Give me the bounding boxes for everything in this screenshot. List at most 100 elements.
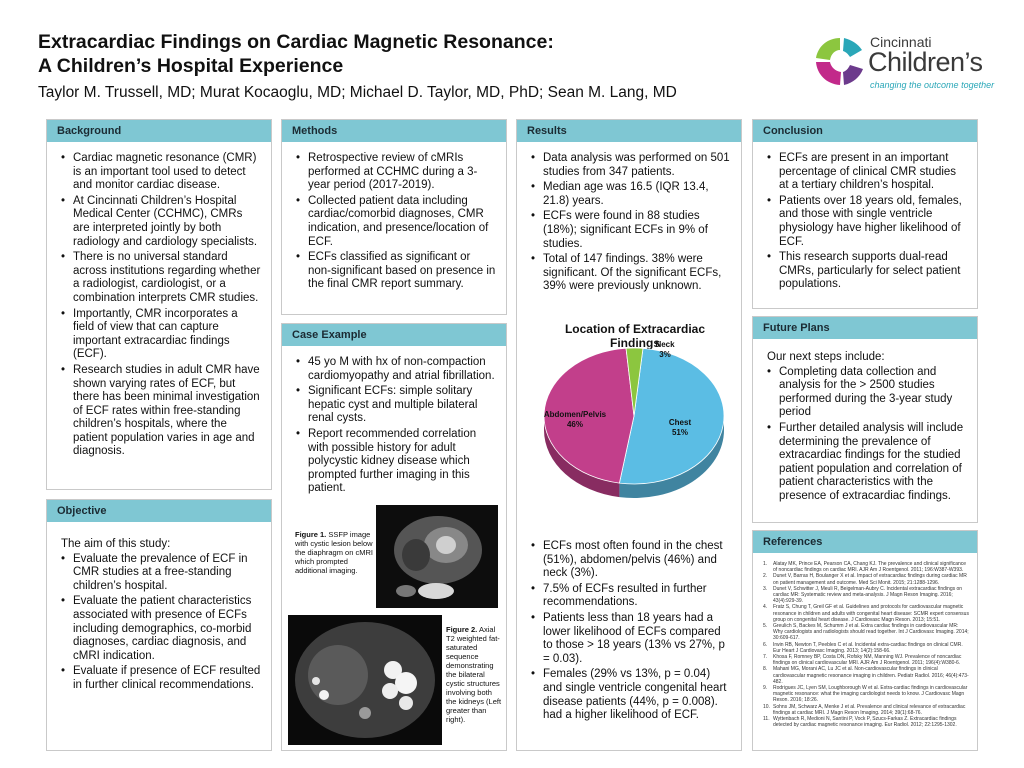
conclusion-heading: Conclusion <box>753 120 977 142</box>
case-item: 45 yo M with hx of non-compaction cardio… <box>296 356 496 383</box>
figure-1-text: SSFP image with cystic lesion below the … <box>295 530 373 575</box>
methods-list: Retrospective review of cMRIs performed … <box>296 152 496 292</box>
references-heading: References <box>753 531 977 553</box>
objective-body: The aim of this study: Evaluate the prev… <box>47 522 271 693</box>
background-heading: Background <box>47 120 271 142</box>
methods-item: ECFs classified as significant or non-si… <box>296 251 496 292</box>
conclusion-item: This research supports dual-read CMRs, p… <box>767 251 967 292</box>
reference-item: Greulich S, Backes M, Schumm J et al. Ex… <box>763 623 969 642</box>
reference-item: Dunet V, Schwitter J, Meuli R, Beigelman… <box>763 586 969 605</box>
objective-intro: The aim of this study: <box>61 538 171 550</box>
figure-2-mri-image <box>288 615 442 745</box>
methods-item: Retrospective review of cMRIs performed … <box>296 152 496 193</box>
reference-item: Dunet V, Barras H, Boulanger X et al. Im… <box>763 573 969 585</box>
results-bottom-body: ECFs most often found in the chest (51%)… <box>517 530 741 725</box>
authors: Taylor M. Trussell, MD; Murat Kocaoglu, … <box>38 84 677 101</box>
pie-label-chest: Chest 51% <box>660 418 700 438</box>
pie-slice-chest <box>618 347 725 485</box>
chart-title: Location of Extracardiac Findings <box>564 322 706 350</box>
background-item: At Cincinnati Children’s Hospital Medica… <box>61 195 261 249</box>
pie-label-chest-name: Chest <box>668 418 692 427</box>
pie-label-neck: Neck 3% <box>650 340 680 360</box>
references-panel: References Alatay MK, Prince EA, Pearson… <box>752 530 978 751</box>
results-bottom-list: ECFs most often found in the chest (51%)… <box>531 540 731 723</box>
objective-item: Evaluate the prevalence of ECF in CMR st… <box>61 553 261 594</box>
background-item: Importantly, CMR incorporates a field of… <box>61 308 261 362</box>
future-plans-heading: Future Plans <box>753 317 977 339</box>
objective-heading: Objective <box>47 500 271 522</box>
conclusion-list: ECFs are present in an important percent… <box>767 152 967 292</box>
case-example-body: 45 yo M with hx of non-compaction cardio… <box>282 346 506 496</box>
pie-chart <box>543 347 725 498</box>
background-list: Cardiac magnetic resonance (CMR) is an i… <box>61 152 261 459</box>
logo-mark-icon <box>816 38 863 85</box>
conclusion-panel: Conclusion ECFs are present in an import… <box>752 119 978 309</box>
background-item: There is no universal standard across in… <box>61 251 261 305</box>
figure-2-text: Axial T2 weighted fat-saturated sequence… <box>446 625 502 724</box>
results-item: ECFs were found in 88 studies (18%); sig… <box>531 210 731 251</box>
background-body: Cardiac magnetic resonance (CMR) is an i… <box>47 142 271 459</box>
pie-label-neck-value: 3% <box>659 350 671 359</box>
pie-slices <box>543 347 725 485</box>
objective-list: Evaluate the prevalence of ECF in CMR st… <box>61 553 261 693</box>
title-line-1: Extracardiac Findings on Cardiac Magneti… <box>38 31 554 53</box>
reference-item: Irwin RB, Newton T, Peebles C et al. Inc… <box>763 642 969 654</box>
objective-item: Evaluate if presence of ECF resulted in … <box>61 665 261 692</box>
objective-panel: Objective The aim of this study: Evaluat… <box>46 499 272 751</box>
figure-1-caption: Figure 1. SSFP image with cystic lesion … <box>295 530 373 575</box>
case-item: Significant ECFs: simple solitary hepati… <box>296 385 496 426</box>
pie-label-neck-name: Neck <box>655 340 675 349</box>
future-plans-item: Completing data collection and analysis … <box>767 366 967 420</box>
pie-slice-neck <box>625 347 644 417</box>
reference-item: Sohns JM, Schwarz A, Menke J et al. Prev… <box>763 704 969 716</box>
results-top-body: Data analysis was performed on 501 studi… <box>517 142 741 294</box>
pie-slice-abdomen <box>543 347 635 484</box>
pie-slice-chest-side <box>619 416 724 498</box>
results-item: Females (29% vs 13%, p = 0.04) and singl… <box>531 668 731 722</box>
logo-line-2: Children’s <box>868 47 983 77</box>
results-item: Data analysis was performed on 501 studi… <box>531 152 731 179</box>
pie-slice-abdomen-side <box>544 416 620 498</box>
results-item: Total of 147 findings. 38% were signific… <box>531 253 731 294</box>
results-item: Patients less than 18 years had a lower … <box>531 612 731 666</box>
case-list: 45 yo M with hx of non-compaction cardio… <box>296 356 496 496</box>
figure-2-label: Figure 2. <box>446 625 478 634</box>
poster-title: Extracardiac Findings on Cardiac Magneti… <box>38 30 718 78</box>
results-item: Median age was 16.5 (IQR 13.4, 21.8) yea… <box>531 181 731 208</box>
reference-item: Rodrigues JC, Lyen SM, Loughborough W et… <box>763 685 969 704</box>
results-heading: Results <box>517 120 741 142</box>
objective-item: Evaluate the patient characteristics ass… <box>61 595 261 663</box>
reference-item: Wyttenbach R, Medioni N, Santini P, Vock… <box>763 716 969 728</box>
cincinnati-childrens-logo: Cincinnati Children’s changing the outco… <box>810 32 1000 92</box>
logo-line-1: Cincinnati <box>870 34 932 50</box>
background-panel: Background Cardiac magnetic resonance (C… <box>46 119 272 490</box>
conclusion-item: Patients over 18 years old, females, and… <box>767 195 967 249</box>
logo-tagline: changing the outcome together <box>870 80 995 90</box>
conclusion-body: ECFs are present in an important percent… <box>753 142 977 292</box>
future-plans-intro: Our next steps include: <box>767 351 885 363</box>
background-item: Research studies in adult CMR have shown… <box>61 364 261 459</box>
future-plans-item: Further detailed analysis will include d… <box>767 422 967 504</box>
case-example-heading: Case Example <box>282 324 506 346</box>
figure-1-mri-image <box>376 505 498 608</box>
pie-depth <box>544 416 724 498</box>
future-plans-panel: Future Plans Our next steps include: Com… <box>752 316 978 523</box>
references-body: Alatay MK, Prince EA, Pearson CA, Chang … <box>753 553 977 728</box>
pie-label-abdomen-value: 46% <box>566 420 583 429</box>
future-list: Completing data collection and analysis … <box>767 366 967 504</box>
pie-label-chest-value: 51% <box>671 428 688 437</box>
background-item: Cardiac magnetic resonance (CMR) is an i… <box>61 152 261 193</box>
results-item: 7.5% of ECFs resulted in further recomme… <box>531 583 731 610</box>
conclusion-item: ECFs are present in an important percent… <box>767 152 967 193</box>
pie-label-abdomen: Abdomen/Pelvis 46% <box>540 410 610 430</box>
future-plans-body: Our next steps include: Completing data … <box>753 339 977 504</box>
methods-heading: Methods <box>282 120 506 142</box>
results-top-list: Data analysis was performed on 501 studi… <box>531 152 731 294</box>
methods-item: Collected patient data including cardiac… <box>296 195 496 249</box>
reference-item: Khosa F, Romney BP, Costa DN, Rofsky NM,… <box>763 654 969 666</box>
results-item: ECFs most often found in the chest (51%)… <box>531 540 731 581</box>
figure-2-caption: Figure 2. Axial T2 weighted fat-saturate… <box>446 625 504 724</box>
methods-panel: Methods Retrospective review of cMRIs pe… <box>281 119 507 315</box>
case-item: Report recommended correlation with poss… <box>296 428 496 496</box>
figure-1-label: Figure 1. <box>295 530 327 539</box>
